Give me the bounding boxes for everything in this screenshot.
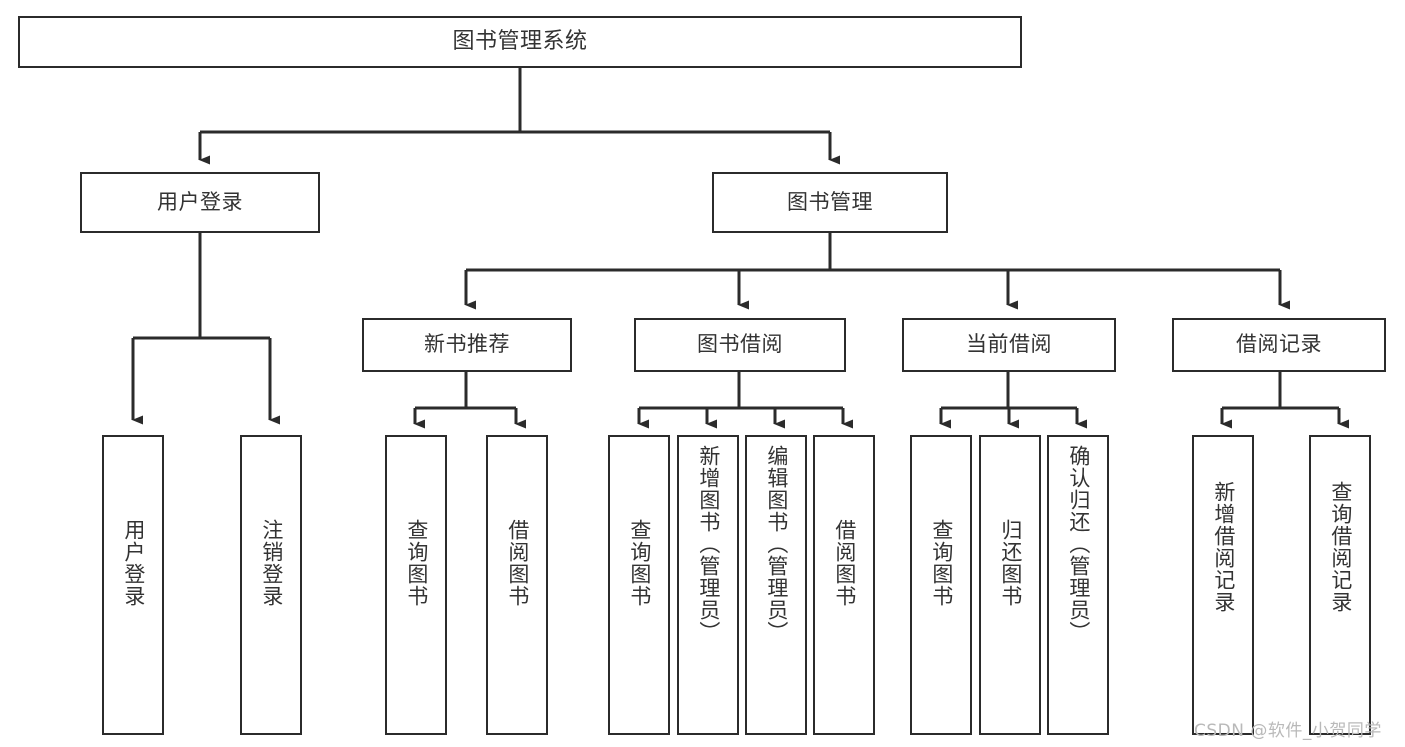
node-label: 用户登录 [121,519,146,607]
node-new-book-recommend[interactable]: 新书推荐 [362,318,572,372]
node-user-login[interactable]: 用户登录 [80,172,320,233]
node-label: 借阅图书 [505,519,530,607]
node-leaf-borrow-book-2[interactable]: 借阅图书 [813,435,875,735]
node-label: 图书管理 [787,189,873,214]
node-leaf-confirm-return[interactable]: 确认归还（管理员） [1047,435,1109,735]
node-leaf-query-record[interactable]: 查询借阅记录 [1309,435,1371,735]
node-label: 图书管理系统 [452,28,588,54]
node-leaf-return-book[interactable]: 归还图书 [979,435,1041,735]
node-label: 新书推荐 [424,332,510,357]
node-leaf-user-logout[interactable]: 注销登录 [240,435,302,735]
node-leaf-user-login[interactable]: 用户登录 [102,435,164,735]
node-current-borrow[interactable]: 当前借阅 [902,318,1116,372]
node-label: 新增借阅记录 [1211,481,1236,613]
node-label: 查询图书 [627,519,652,607]
node-root-book-management-system[interactable]: 图书管理系统 [18,16,1022,68]
node-label: 归还图书 [998,519,1023,607]
node-book-management[interactable]: 图书管理 [712,172,948,233]
node-label: 用户登录 [157,189,243,214]
node-leaf-add-book[interactable]: 新增图书（管理员） [677,435,739,735]
node-label: 图书借阅 [697,332,783,357]
node-leaf-query-book-1[interactable]: 查询图书 [385,435,447,735]
node-label: 借阅图书 [832,519,857,607]
node-leaf-borrow-book-1[interactable]: 借阅图书 [486,435,548,735]
node-label: 借阅记录 [1236,332,1322,357]
node-leaf-add-record[interactable]: 新增借阅记录 [1192,435,1254,735]
watermark-csdn: CSDN @软件_小贺同学 [1194,721,1382,741]
node-label: 确认归还（管理员） [1066,445,1091,643]
node-book-borrow[interactable]: 图书借阅 [634,318,846,372]
node-label: 查询图书 [404,519,429,607]
node-label: 注销登录 [259,519,284,607]
node-borrow-record[interactable]: 借阅记录 [1172,318,1386,372]
node-leaf-query-book-2[interactable]: 查询图书 [608,435,670,735]
node-label: 查询借阅记录 [1328,481,1353,613]
node-label: 当前借阅 [966,332,1052,357]
node-leaf-edit-book[interactable]: 编辑图书（管理员） [745,435,807,735]
node-label: 编辑图书（管理员） [764,445,789,643]
node-leaf-query-book-3[interactable]: 查询图书 [910,435,972,735]
node-label: 新增图书（管理员） [696,445,721,643]
node-label: 查询图书 [929,519,954,607]
